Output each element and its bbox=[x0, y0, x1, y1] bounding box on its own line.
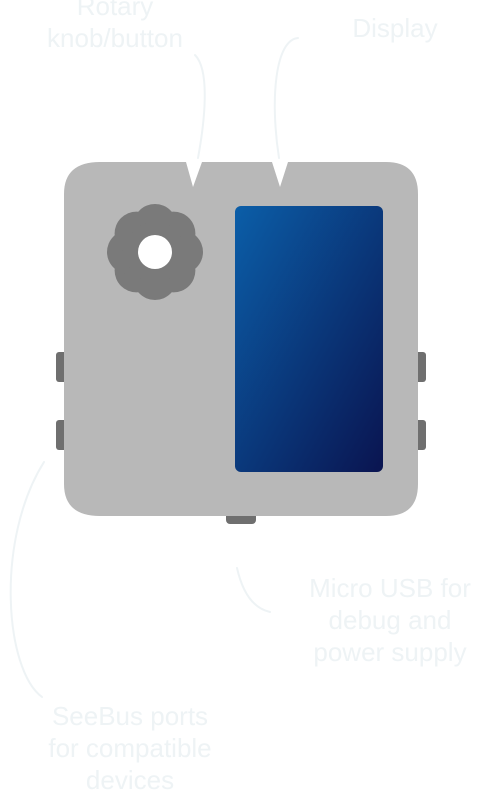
leader-display bbox=[273, 37, 299, 159]
callout-ports-line-2: for compatible bbox=[48, 733, 212, 763]
callout-display: Display bbox=[330, 12, 460, 44]
leader-ports bbox=[9, 461, 45, 698]
callout-micro-usb: Micro USB for debug and power supply bbox=[290, 572, 490, 668]
display-screen bbox=[235, 206, 383, 472]
callout-rotary-knob: Rotary knob/button bbox=[40, 0, 190, 54]
flower-knob-icon bbox=[107, 204, 203, 300]
callout-usb-line-1: Micro USB for bbox=[309, 573, 471, 603]
callout-display-line-1: Display bbox=[352, 13, 438, 43]
knob-center bbox=[138, 235, 172, 269]
callout-usb-line-2: debug and bbox=[328, 605, 452, 635]
callout-seebus-ports: SeeBus ports for compatible devices bbox=[10, 700, 250, 796]
callout-ports-line-3: devices bbox=[85, 765, 175, 795]
callout-usb-line-3: power supply bbox=[313, 637, 467, 667]
leader-knob bbox=[194, 54, 206, 159]
leader-usb bbox=[236, 567, 271, 613]
callout-knob-line-1: Rotary bbox=[76, 0, 154, 21]
callout-ports-line-1: SeeBus ports bbox=[51, 701, 209, 731]
callout-knob-line-2: knob/button bbox=[47, 23, 183, 53]
